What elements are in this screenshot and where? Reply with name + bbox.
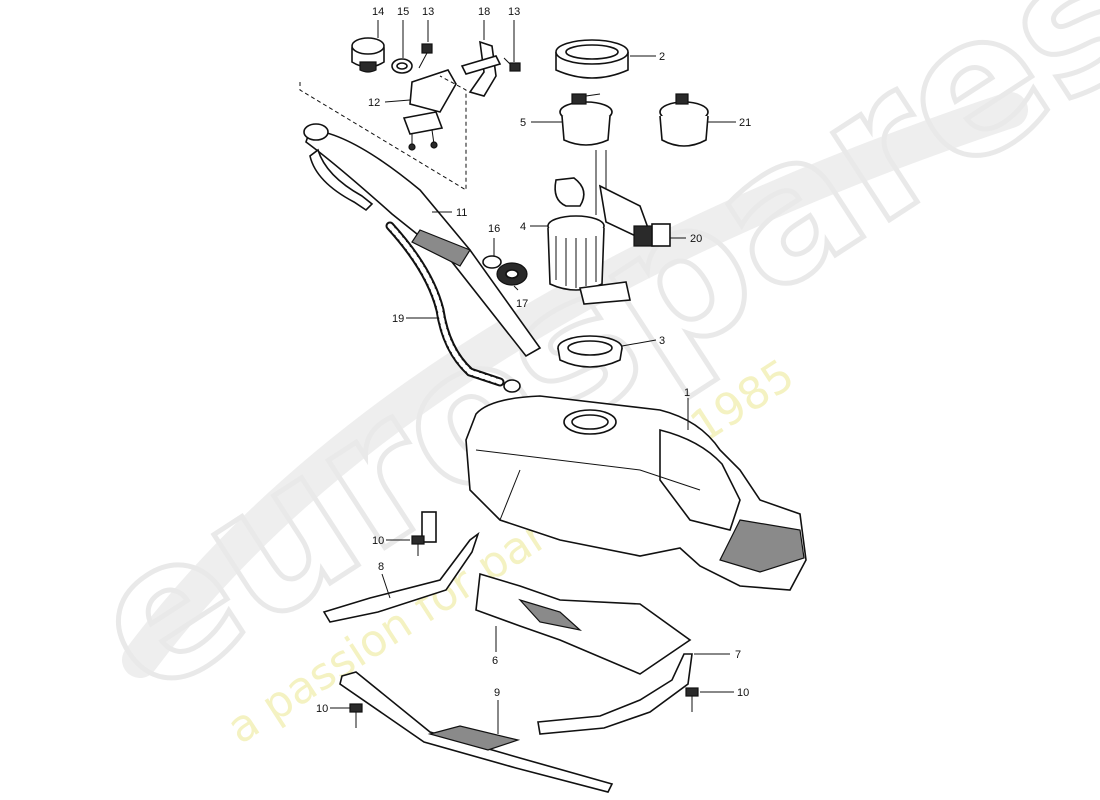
callout-17: 17 (516, 298, 528, 310)
callout-13-right: 13 (508, 6, 520, 18)
part-21-flange (659, 93, 709, 147)
callout-4: 4 (520, 221, 526, 233)
part-9-tank-strap (339, 671, 614, 793)
part-7-tank-strap (537, 653, 693, 735)
part-10-bolt-upper (411, 535, 425, 556)
leader-lines (330, 20, 736, 734)
assembly-dashed-frame (299, 75, 467, 191)
callout-1: 1 (684, 387, 690, 399)
callout-11: 11 (456, 207, 467, 219)
callout-6: 6 (492, 655, 498, 667)
part-3-seal-ring (557, 335, 623, 368)
part-4-fuel-pump-module (547, 150, 655, 305)
callout-14: 14 (372, 6, 384, 18)
callout-3: 3 (659, 335, 665, 347)
part-5-sender-flange (559, 93, 613, 146)
callout-10-left: 10 (316, 703, 328, 715)
part-2-locking-ring (555, 39, 629, 79)
part-20-connector (651, 223, 671, 247)
callout-7: 7 (735, 649, 741, 661)
part-11-filler-neck (303, 123, 542, 358)
callout-21: 21 (739, 117, 751, 129)
callout-10-right: 10 (737, 687, 749, 699)
part-1-fuel-tank (465, 395, 807, 591)
callout-8: 8 (378, 561, 384, 573)
part-12-valve-bracket (402, 69, 457, 151)
callout-15: 15 (397, 6, 409, 18)
part-18-clamp (460, 40, 502, 97)
part-13-bolt-left (418, 43, 433, 69)
part-10-bolt-right (685, 687, 699, 712)
callout-19: 19 (392, 313, 404, 325)
part-6-heat-shield (475, 572, 692, 675)
part-8-tank-strap (322, 511, 480, 623)
part-10-bolt-left (349, 703, 363, 728)
callout-2: 2 (659, 51, 665, 63)
callout-20: 20 (690, 233, 702, 245)
callout-12: 12 (368, 97, 380, 109)
callout-18: 18 (478, 6, 490, 18)
part-19-breather-hose (385, 221, 521, 393)
callout-13-left: 13 (422, 6, 434, 18)
callout-16: 16 (488, 223, 500, 235)
part-14-cap (351, 37, 385, 73)
part-17-grommet (496, 262, 528, 286)
part-16-seal (482, 255, 502, 269)
callout-10-upper: 10 (372, 535, 384, 547)
callout-5: 5 (520, 117, 526, 129)
part-13-bolt-right (503, 57, 521, 72)
part-15-ring (391, 58, 413, 74)
callout-9: 9 (494, 687, 500, 699)
callout-labels: 14 15 13 18 13 2 12 5 21 11 4 16 20 17 1… (316, 6, 751, 715)
